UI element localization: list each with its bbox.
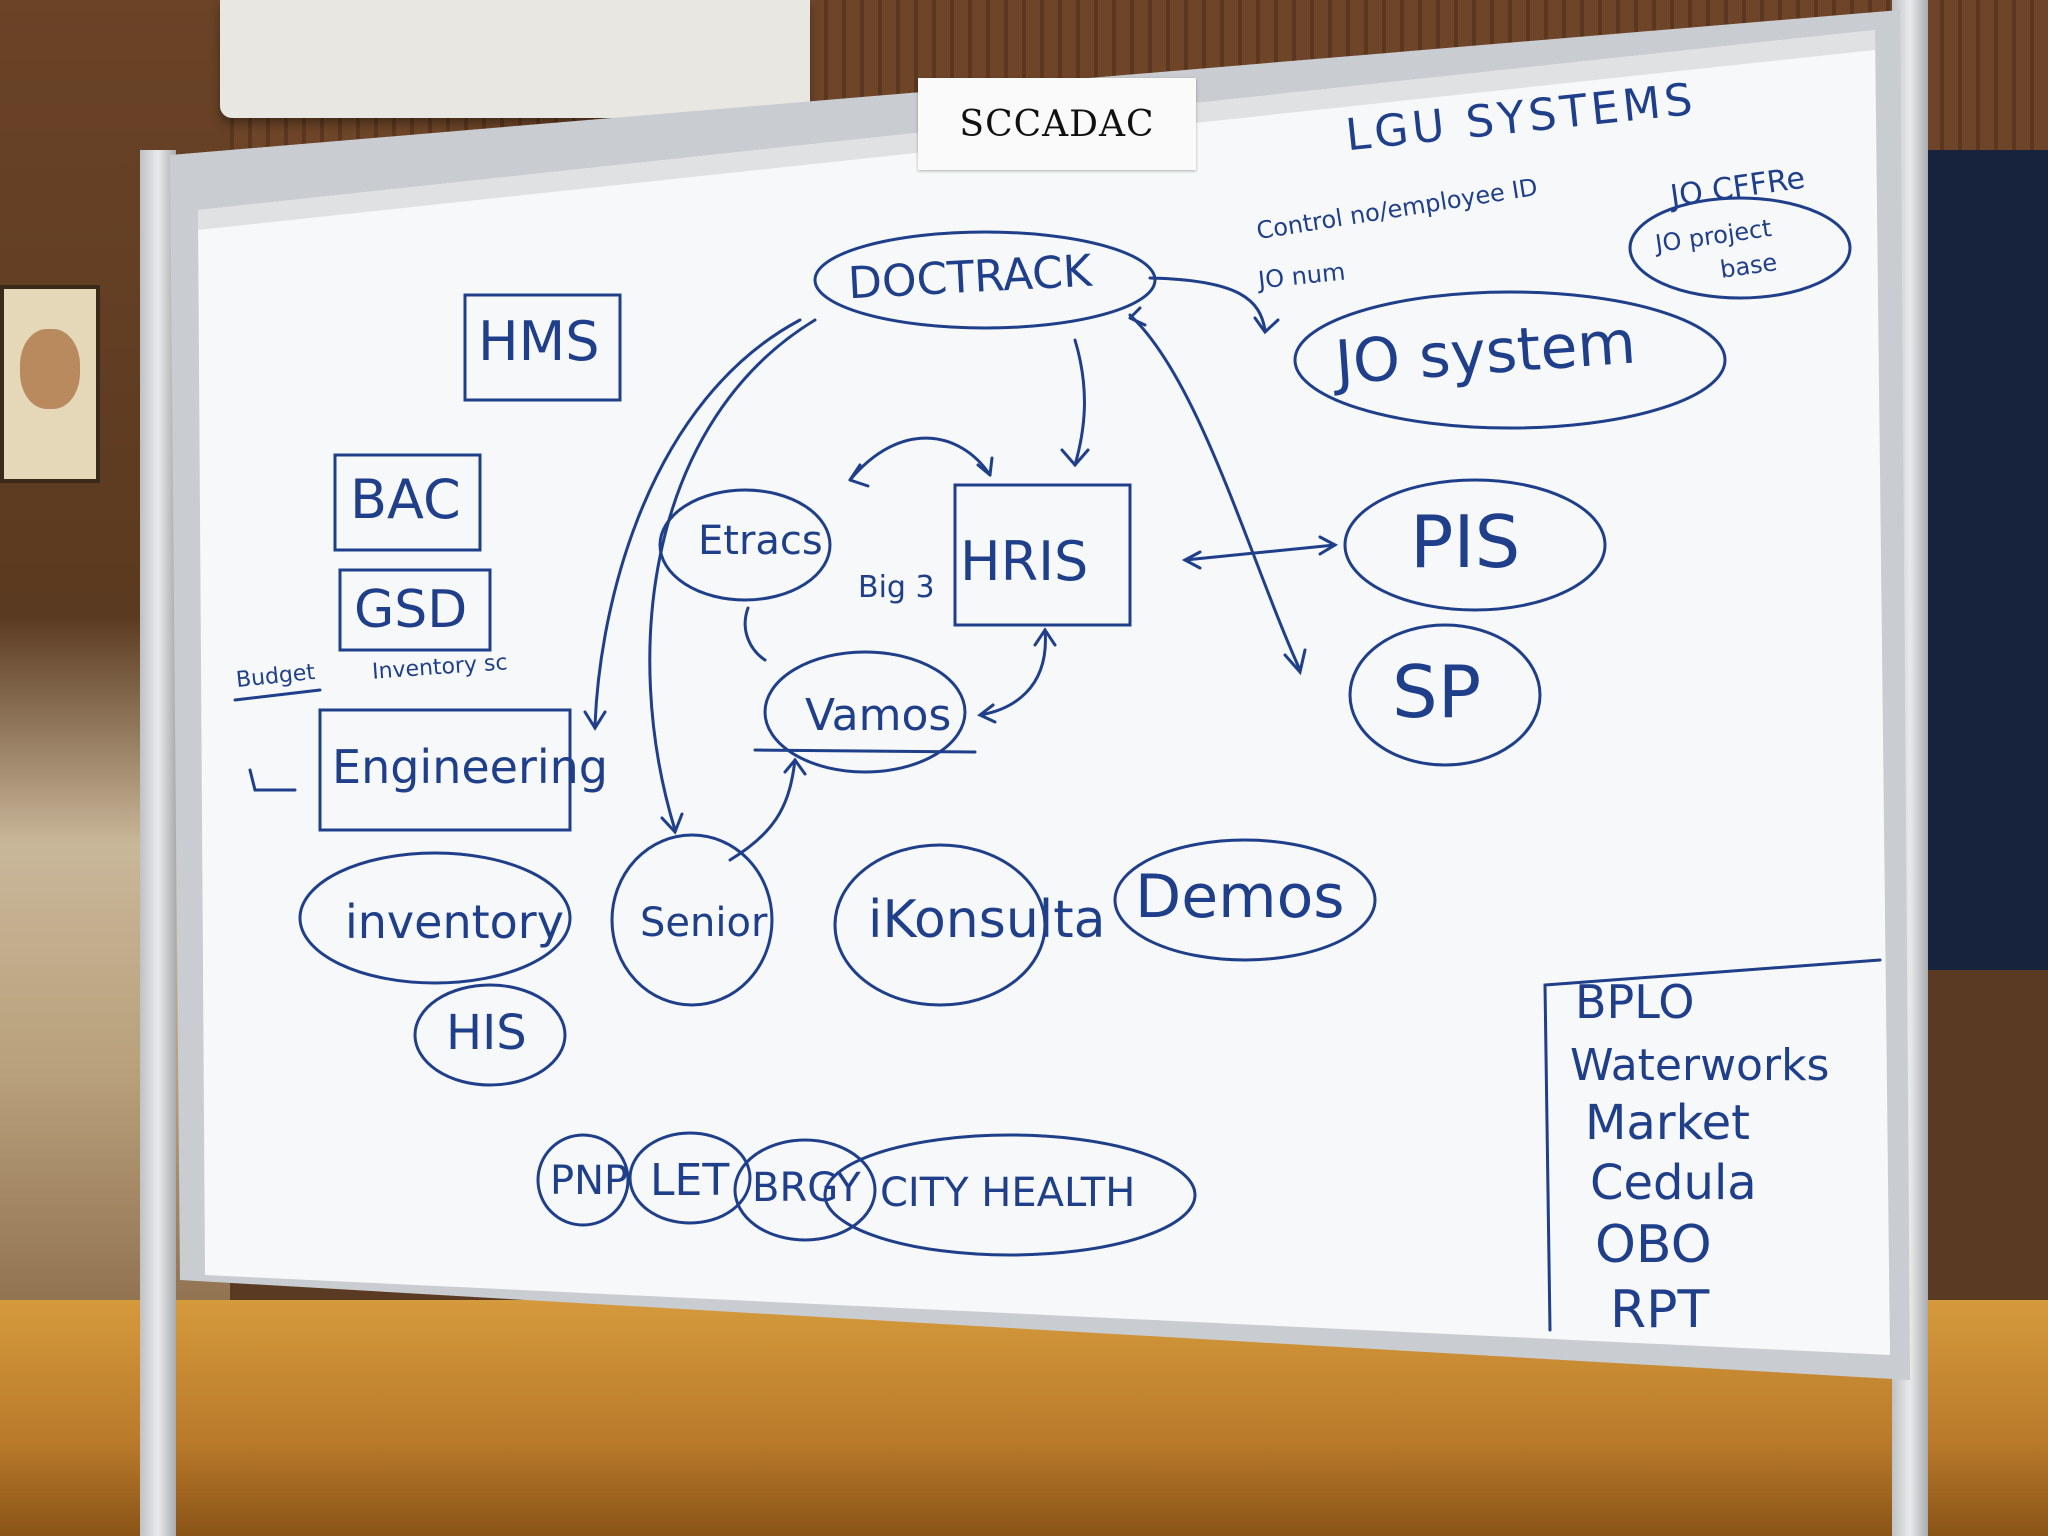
- arrow-hris-pis: [1183, 543, 1337, 562]
- inventory-ellipse: [298, 851, 572, 985]
- stand-left-leg: [140, 150, 176, 1536]
- portrait-photo: [0, 285, 100, 483]
- arrow-engineering: [248, 768, 297, 792]
- sp-ellipse: [1348, 623, 1542, 767]
- node-let: LET: [650, 1155, 730, 1206]
- arrow-doctrack-engineering: [593, 318, 802, 727]
- node-city-health: CITY HEALTH: [880, 1170, 1136, 1216]
- list-item-bplo: BPLO: [1575, 975, 1695, 1029]
- jo-project-ellipse: [1628, 196, 1852, 300]
- node-ikonsulta: iKonsulta: [868, 890, 1106, 950]
- ikonsulta-ellipse: [833, 843, 1047, 1007]
- node-hris: HRIS: [960, 530, 1089, 593]
- doctrack-ellipse: [813, 230, 1157, 330]
- gsd-box: [338, 568, 492, 652]
- node-demos: Demos: [1135, 862, 1345, 932]
- pnp-ellipse: [536, 1133, 630, 1227]
- engineering-box: [318, 708, 572, 832]
- vamos-ellipse: [763, 650, 967, 774]
- node-pis: PIS: [1410, 500, 1521, 584]
- node-pnp: PNP: [550, 1158, 629, 1204]
- node-sp: SP: [1392, 650, 1482, 734]
- list-item-obo: OBO: [1595, 1215, 1712, 1275]
- list-item-market: Market: [1585, 1095, 1750, 1151]
- node-bac: BAC: [350, 468, 461, 531]
- let-ellipse: [628, 1131, 752, 1225]
- node-brgy: BRGY: [752, 1165, 861, 1211]
- node-hms: HMS: [478, 310, 600, 373]
- list-item-waterworks: Waterworks: [1570, 1040, 1830, 1091]
- arrow-doctrack-jo: [1148, 276, 1267, 332]
- brgy-ellipse: [733, 1138, 877, 1242]
- budget-underline: [233, 688, 322, 702]
- big3-note: Big 3: [858, 570, 935, 605]
- list-item-rpt: RPT: [1610, 1280, 1710, 1340]
- air-conditioner: [220, 0, 810, 118]
- node-senior: Senior: [640, 900, 768, 946]
- his-ellipse: [413, 983, 567, 1087]
- arrow-vamos-hris: [978, 628, 1047, 717]
- list-item-cedula: Cedula: [1590, 1155, 1757, 1211]
- node-his: HIS: [446, 1005, 527, 1061]
- senior-ellipse: [610, 833, 774, 1007]
- city-health-ellipse: [823, 1133, 1197, 1257]
- node-engineering: Engineering: [332, 740, 608, 794]
- etracs-ellipse: [658, 488, 832, 602]
- sccadac-label-card: SCCADAC: [918, 78, 1196, 170]
- arrow-senior-vamos: [728, 758, 797, 862]
- arrow-doctrack-sp: [1128, 313, 1302, 672]
- hris-box: [953, 483, 1132, 627]
- node-gsd: GSD: [354, 580, 468, 640]
- arrow-etracs-hris: [848, 436, 992, 482]
- demos-ellipse: [1113, 838, 1377, 962]
- list-bracket: [1543, 958, 1882, 1332]
- bac-box: [333, 453, 482, 552]
- pis-ellipse: [1343, 478, 1607, 612]
- node-vamos: Vamos: [805, 690, 952, 741]
- node-inventory: inventory: [345, 895, 564, 949]
- arrow-etracs-vamos: [743, 606, 767, 662]
- arrow-doctrack-senior: [648, 318, 817, 832]
- jo-system-ellipse: [1293, 290, 1727, 430]
- arrow-doctrack-hris: [1073, 338, 1086, 467]
- card-label-text: SCCADAC: [959, 103, 1155, 145]
- node-etracs: Etracs: [698, 518, 823, 564]
- hms-box: [463, 293, 622, 402]
